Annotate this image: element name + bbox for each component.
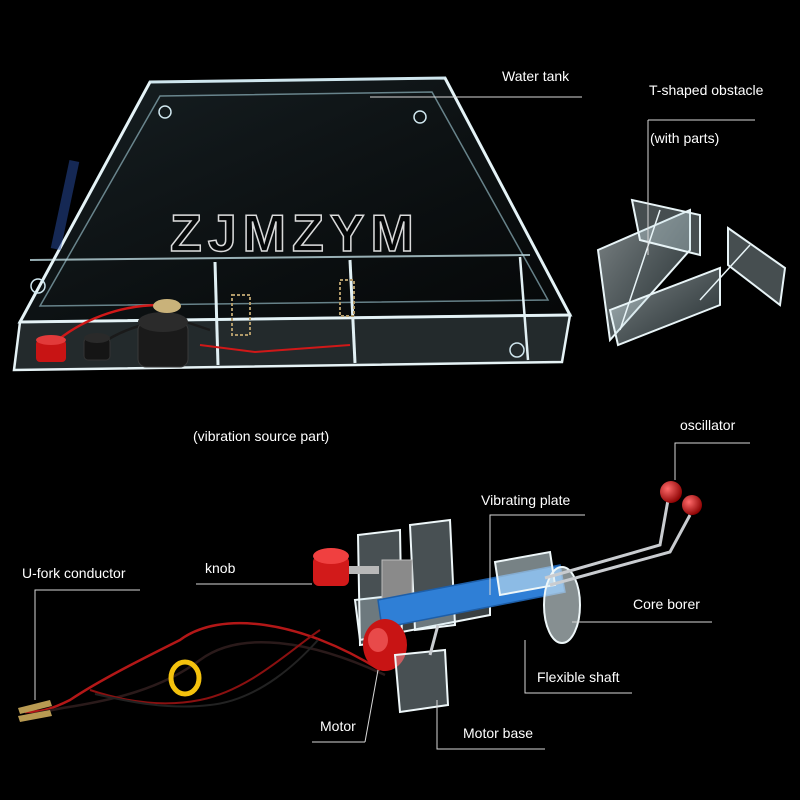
red-knob (313, 548, 379, 586)
tank-left-edge (18, 81, 152, 323)
u-fork-wire (89, 629, 321, 705)
label-knob: knob (205, 560, 236, 576)
u-fork-wire (24, 640, 386, 718)
label-motor-base: Motor base (463, 725, 534, 741)
tank-bottom (20, 78, 570, 322)
label-core-borer: Core borer (633, 596, 700, 612)
vibration-source (18, 481, 702, 722)
t-shaped-obstacle (596, 198, 787, 347)
tank-right-edge (443, 77, 572, 316)
leader-lines (34, 96, 755, 750)
yellow-cable-tie (168, 659, 202, 697)
u-fork-wire (94, 639, 319, 708)
label-with-parts: (with parts) (650, 130, 720, 146)
oscillator-rod (544, 499, 670, 580)
tank-foot (30, 278, 46, 294)
tank-front-mid (29, 254, 531, 261)
oscillator-ball (660, 481, 682, 503)
core-borer-disc (543, 566, 581, 644)
label-vibrating-plate: Vibrating plate (481, 492, 571, 508)
oscillator-rod (549, 514, 692, 587)
leader-vibrating-plate (489, 514, 585, 595)
label-oscillator: oscillator (680, 417, 736, 433)
leader-motor-base (436, 700, 545, 750)
obstacle-fin (727, 226, 787, 307)
label-motor: Motor (320, 718, 356, 734)
obstacle-sheet (608, 266, 721, 347)
leader-flexible-shaft (524, 640, 632, 694)
tank-foot (413, 110, 427, 124)
leader-u-fork (34, 589, 140, 700)
watermark: ZJMZYM (169, 205, 420, 263)
label-vibration-source: (vibration source part) (193, 428, 330, 444)
red-terminal (36, 335, 66, 362)
spring (339, 279, 355, 317)
tank-wire (199, 344, 351, 354)
obstacle-edge (619, 209, 661, 331)
tank-foot (509, 342, 525, 358)
obstacle-edge (699, 244, 751, 301)
tank-divider-3 (518, 256, 530, 361)
label-u-fork-conductor: U-fork conductor (22, 565, 126, 581)
spring (231, 294, 251, 336)
motor-base (393, 648, 450, 714)
black-terminal (83, 333, 111, 361)
water-tank (12, 76, 573, 372)
u-fork-prong (18, 700, 52, 714)
label-water-tank: Water tank (502, 68, 570, 84)
leader-motor-rise (364, 669, 379, 743)
tank-inner-rim (38, 91, 550, 307)
tank-foot (158, 105, 172, 119)
tank-divider-2 (348, 259, 357, 364)
label-t-shaped-obstacle: T-shaped obstacle (649, 82, 764, 98)
oscillator-ball (682, 495, 702, 515)
u-fork-prong (18, 710, 52, 722)
u-fork-wire (24, 621, 381, 714)
label-flexible-shaft: Flexible shaft (537, 669, 620, 685)
flexible-shaft (428, 624, 440, 656)
leader-oscillator (674, 442, 750, 480)
tank-knob (137, 299, 189, 368)
tank-side-print (50, 159, 80, 251)
